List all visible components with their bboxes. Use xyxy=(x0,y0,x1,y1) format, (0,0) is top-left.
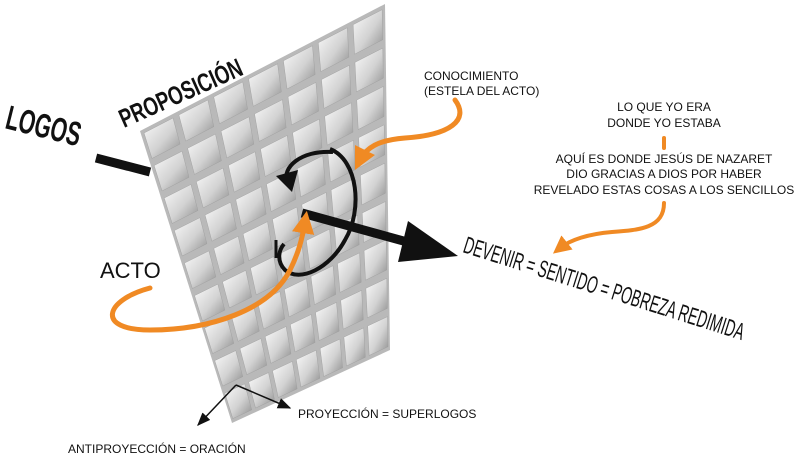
grid-tile xyxy=(283,45,316,90)
antiproyeccion-axis xyxy=(197,384,237,426)
estela-label: (ESTELA DEL ACTO) xyxy=(424,84,539,98)
jesus-label-line3: REVELADO ESTAS COSAS A LOS SENCILLOS xyxy=(534,183,795,197)
proyeccion-label: PROYECCIÓN = SUPERLOGOS xyxy=(298,406,476,421)
grid-tile xyxy=(143,117,181,159)
jesus-orange-arrow xyxy=(552,201,666,254)
grid-tile xyxy=(296,155,326,198)
jesus-label-line1: AQUÍ ES DONDE JESÚS DE NAZARET xyxy=(556,151,773,166)
grid-tile xyxy=(239,338,268,376)
logos-shaft xyxy=(94,153,152,177)
jesus-label-line2: DIO GRACIAS A DIOS POR HABER xyxy=(566,167,762,181)
proyeccion-axis xyxy=(235,384,292,409)
grid-tile xyxy=(340,290,364,330)
acto-label: ACTO xyxy=(100,258,161,283)
acto-orange-arrow xyxy=(110,210,315,333)
grid-tile xyxy=(292,118,323,162)
grid-tile xyxy=(248,63,282,107)
grid-tile xyxy=(310,265,336,305)
grid-tile xyxy=(272,361,298,398)
grid-tile xyxy=(365,277,388,319)
grid-tile xyxy=(360,162,386,206)
grid-tile xyxy=(284,278,311,318)
grid-tile xyxy=(352,9,383,55)
grid-tile xyxy=(367,316,389,356)
grid-tile xyxy=(337,252,362,293)
grid-tile xyxy=(290,314,316,353)
grid-tile xyxy=(356,86,385,130)
grid-tile xyxy=(235,186,267,227)
logos-label: LOGOS xyxy=(2,98,85,154)
devenir-sentido-label: DEVENIR = SENTIDO = POBREZA REDIMIDA xyxy=(460,232,748,346)
grid-tile xyxy=(318,27,350,72)
grid-tile xyxy=(264,326,292,364)
grid-tile xyxy=(214,350,243,387)
act-loop-arrowhead xyxy=(276,170,298,192)
grid-tile xyxy=(321,64,352,109)
grid-tile xyxy=(213,81,248,125)
era-label-line1: LO QUE YO ERA xyxy=(617,100,711,114)
grid-tile xyxy=(220,116,255,159)
antiproyeccion-label: ANTIPROYECCIÓN = ORACIÓN xyxy=(68,441,246,456)
grid-tile xyxy=(196,167,230,209)
devenir-arrow-head xyxy=(398,221,458,262)
era-label-line2: DONDE YO ESTABA xyxy=(607,116,721,130)
grid-tile xyxy=(178,99,215,142)
grid-tile xyxy=(213,235,245,275)
grid-tile xyxy=(363,239,387,281)
grid-tile xyxy=(354,47,384,93)
grid-tile xyxy=(228,151,261,193)
grid-tile xyxy=(153,150,190,192)
grid-tile xyxy=(296,349,321,388)
grid-tile xyxy=(324,102,354,146)
grid-tile xyxy=(343,327,366,367)
grid-tile xyxy=(174,217,208,257)
conocimiento-label: CONOCIMIENTO xyxy=(424,69,518,83)
grid-tile xyxy=(222,270,252,309)
grid-tile xyxy=(184,250,217,289)
devenir-arrow-shaft xyxy=(300,208,420,250)
grid-tile xyxy=(194,283,226,322)
conocimiento-orange-arrow xyxy=(354,97,463,171)
grid-tile xyxy=(254,99,287,142)
grid-tile xyxy=(315,302,340,341)
grid-tile xyxy=(164,184,199,224)
grid-tile xyxy=(319,338,343,377)
grid-tile xyxy=(204,201,237,242)
grid-tile xyxy=(224,383,252,419)
grid-tile xyxy=(242,221,273,261)
grid-tile xyxy=(187,133,222,175)
grid-tile xyxy=(287,82,319,126)
proposition-grid-plane xyxy=(140,4,390,423)
